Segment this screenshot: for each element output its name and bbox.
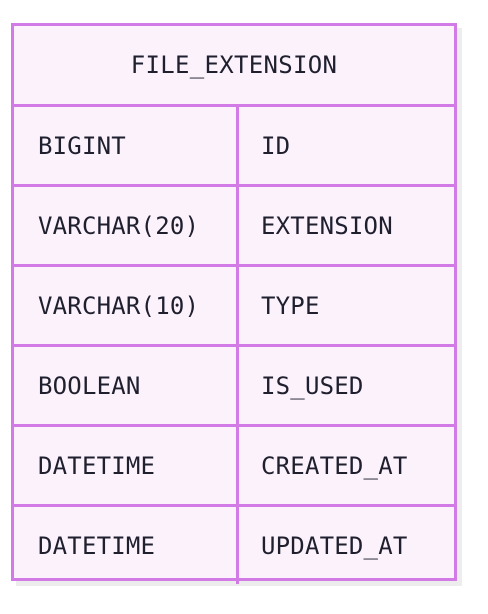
attribute-type: DATETIME [14,427,239,504]
entity-file-extension: FILE_EXTENSION BIGINT ID VARCHAR(20) EXT… [11,23,457,584]
attribute-type: VARCHAR(20) [14,187,239,264]
attribute-type: BIGINT [14,107,239,184]
attribute-row: BIGINT ID [14,107,454,187]
entity-title: FILE_EXTENSION [14,26,454,107]
attribute-name: ID [261,131,291,160]
attribute-row: VARCHAR(10) TYPE [14,267,454,347]
attribute-row: VARCHAR(20) EXTENSION [14,187,454,267]
attribute-name: IS_USED [261,371,364,400]
attribute-row: DATETIME UPDATED_AT [14,507,454,584]
attribute-type: BOOLEAN [14,347,239,424]
attribute-name: CREATED_AT [261,451,408,480]
attribute-type: DATETIME [14,507,239,584]
attribute-row: BOOLEAN IS_USED [14,347,454,427]
attribute-name: EXTENSION [261,211,393,240]
attribute-name: UPDATED_AT [261,531,408,560]
attribute-name: TYPE [261,291,320,320]
attribute-type: VARCHAR(10) [14,267,239,344]
attribute-row: DATETIME CREATED_AT [14,427,454,507]
